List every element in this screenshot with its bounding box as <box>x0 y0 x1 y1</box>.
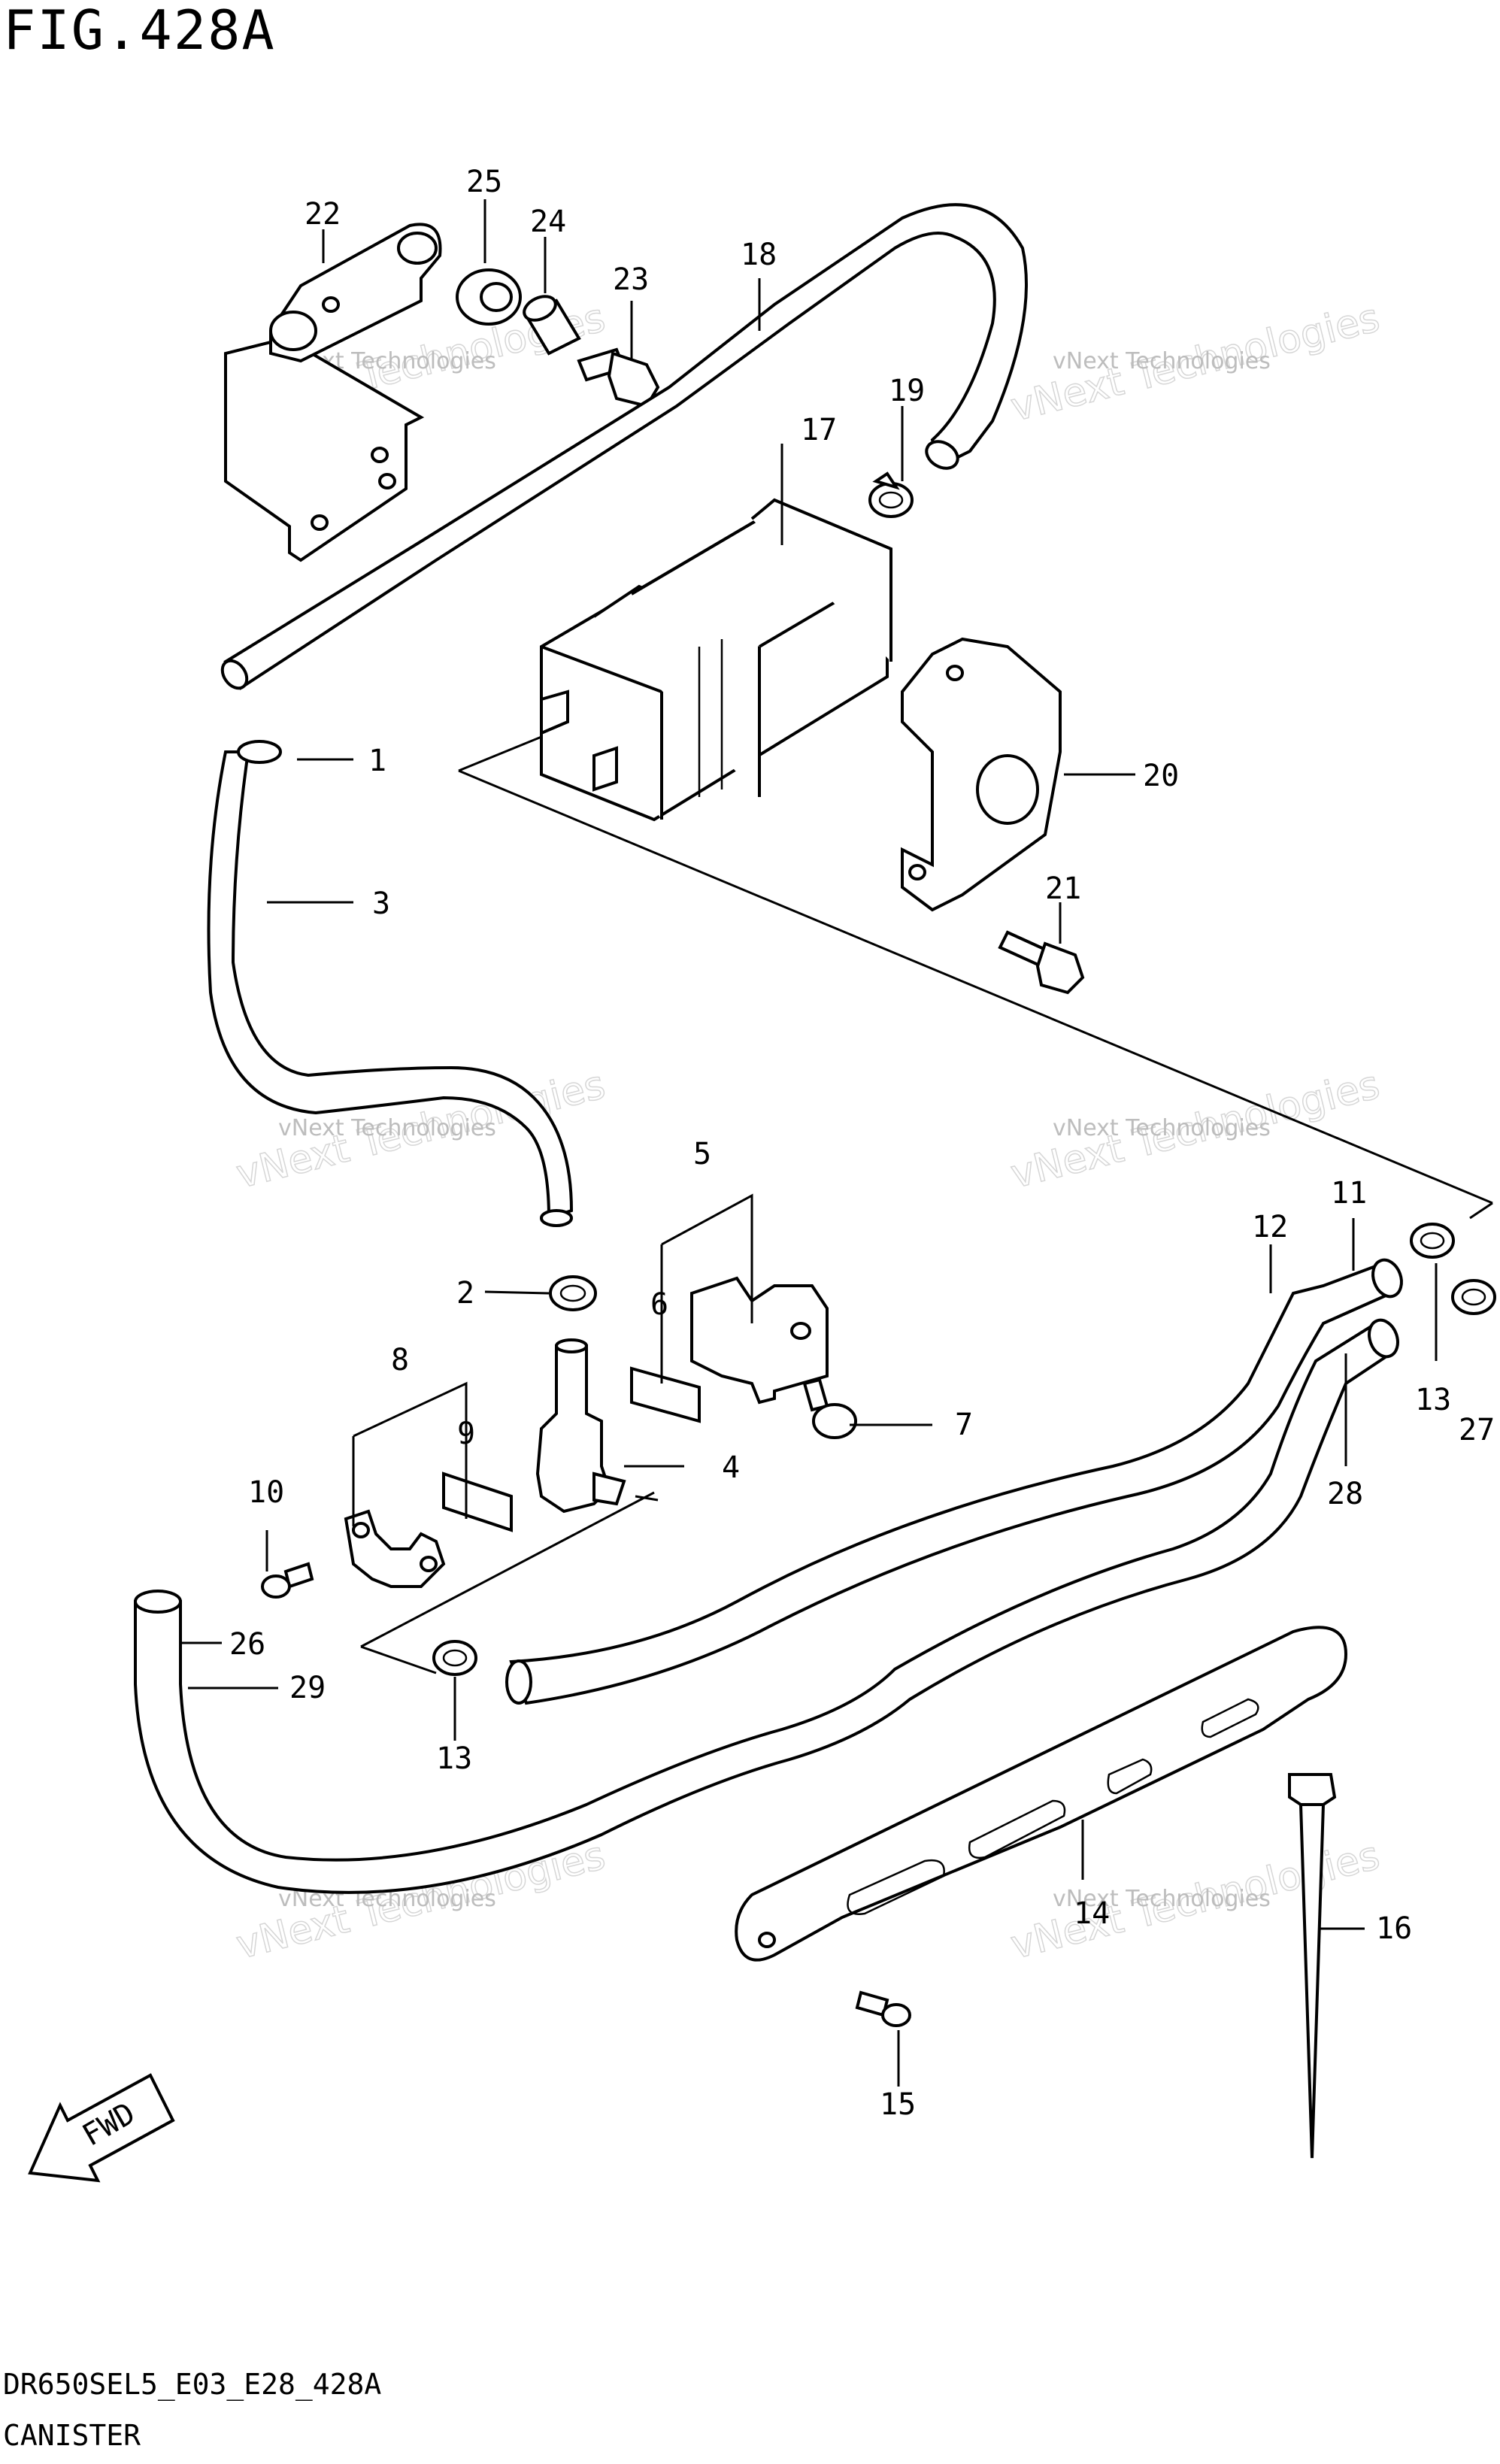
assembly-line <box>635 1495 659 1502</box>
part-12-hose <box>505 1258 1403 1705</box>
diagram-subtitle: CANISTER <box>3 2419 141 2452</box>
part-7-screw <box>802 1377 857 1439</box>
part-17-canister <box>540 498 892 822</box>
callout-20: 20 <box>1143 759 1179 793</box>
callout-23: 23 <box>613 262 649 297</box>
part-13-clamp <box>1410 1223 1455 1259</box>
part-20-bracket <box>901 637 1062 912</box>
part-19-clamp <box>868 471 914 518</box>
assembly-line <box>1469 1202 1493 1220</box>
callout-16: 16 <box>1376 1911 1412 1946</box>
callout-14: 14 <box>1074 1896 1110 1931</box>
callout-27: 27 <box>1459 1413 1495 1447</box>
figure-title: FIG.428A <box>3 0 276 62</box>
callout-13: 13 <box>436 1741 472 1776</box>
part-15-screw <box>855 1990 911 2027</box>
part-2-clamp <box>549 1275 597 1311</box>
callout-11: 11 <box>1331 1176 1367 1211</box>
part-21-bolt <box>998 930 1085 995</box>
callout-28: 28 <box>1327 1477 1363 1511</box>
callout-25: 25 <box>466 165 502 199</box>
part-23-bolt <box>577 347 660 408</box>
part-13-clamp <box>432 1640 477 1676</box>
leader-line <box>458 735 542 772</box>
part-25-grommet <box>456 268 522 326</box>
part-3-hose <box>207 740 574 1227</box>
callout-2: 2 <box>456 1276 474 1311</box>
callout-6: 6 <box>650 1287 668 1322</box>
watermark-text: vNext Technologies <box>1053 1886 1271 1912</box>
callout-1: 1 <box>368 744 386 778</box>
part-22-bracket <box>224 223 442 562</box>
callout-8: 8 <box>391 1343 409 1377</box>
diagram-code: DR650SEL5_E03_E28_428A <box>3 2368 382 2401</box>
callout-12: 12 <box>1252 1210 1288 1244</box>
part-24-collar <box>523 295 581 356</box>
callout-3: 3 <box>372 886 390 921</box>
part-5-bracket <box>690 1276 829 1405</box>
watermark-text: vNext Technologies <box>1053 348 1271 374</box>
callout-4: 4 <box>722 1450 740 1485</box>
watermark-text: vNext Technologies <box>278 1115 496 1141</box>
callout-7: 7 <box>955 1408 973 1442</box>
part-16-cable-tie <box>1288 1773 1337 2159</box>
callout-17: 17 <box>801 413 837 447</box>
callout-5: 5 <box>693 1137 711 1171</box>
assembly-line <box>458 769 1493 1205</box>
part-4-valve <box>535 1338 626 1514</box>
callout-13: 13 <box>1415 1383 1451 1417</box>
part-6-pad <box>630 1366 701 1423</box>
part-9-pad <box>442 1471 513 1532</box>
leader-lines <box>180 199 1438 2087</box>
callout-10: 10 <box>248 1475 284 1510</box>
fwd-arrow: FWD <box>28 2073 175 2183</box>
assembly-line <box>360 1645 437 1674</box>
callout-19: 19 <box>889 374 925 408</box>
callout-24: 24 <box>530 205 566 239</box>
assembly-line <box>360 1491 655 1648</box>
callout-18: 18 <box>741 238 777 272</box>
callout-15: 15 <box>880 2087 916 2122</box>
watermark-text: vNext Technologies <box>1053 1115 1271 1141</box>
callout-26: 26 <box>229 1627 265 1662</box>
callout-29: 29 <box>289 1671 326 1705</box>
callout-labels: 1 2 3 4 5 6 7 8 9 10 11 12 13 13 14 15 1… <box>229 165 1495 2122</box>
part-8-clamp <box>344 1509 446 1588</box>
callout-9: 9 <box>457 1417 475 1451</box>
part-27-clamp <box>1451 1279 1496 1315</box>
part-18-hose <box>220 203 1028 690</box>
callout-21: 21 <box>1045 871 1081 906</box>
part-14-plate <box>735 1626 1348 1962</box>
callout-22: 22 <box>305 197 341 232</box>
part-10-screw <box>261 1562 314 1599</box>
